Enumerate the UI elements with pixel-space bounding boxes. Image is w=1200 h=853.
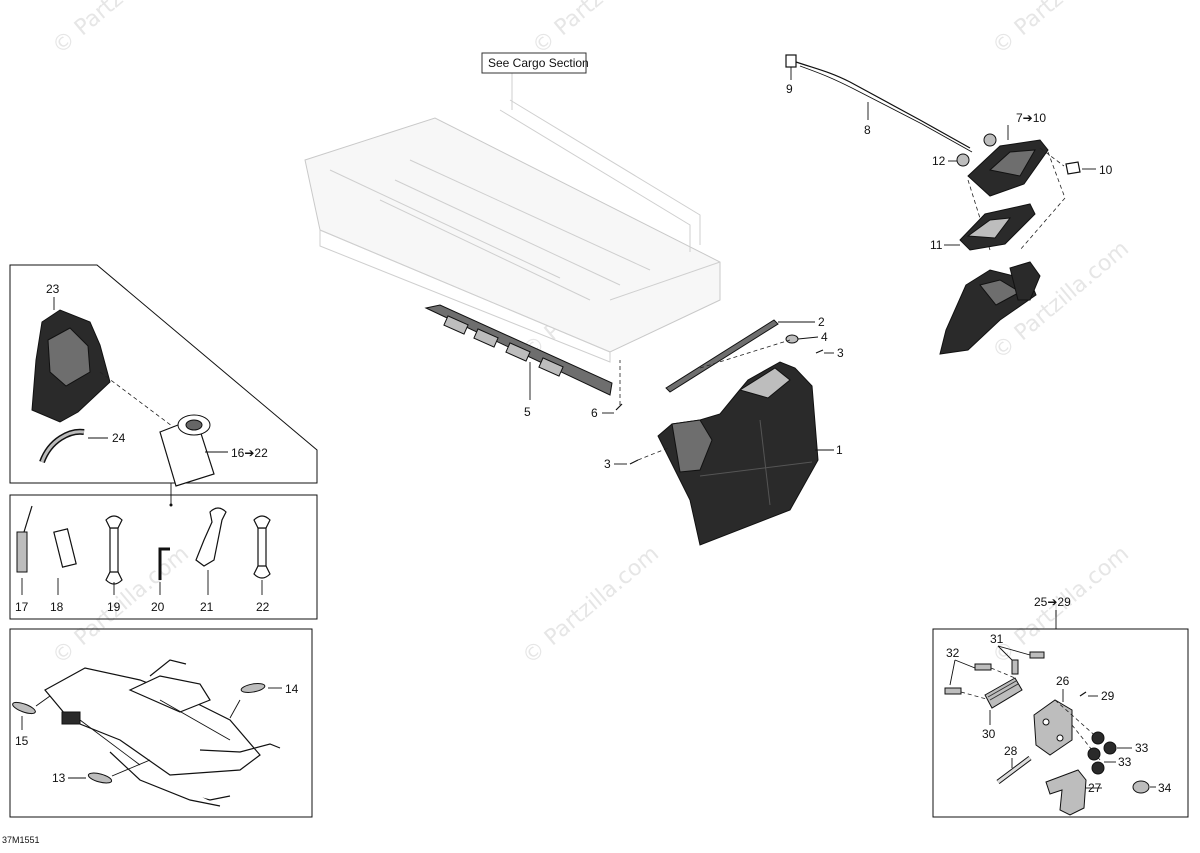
tool-roll-16-22: 16➔22 xyxy=(159,414,268,487)
callout-9: 9 xyxy=(786,82,793,96)
bracket-26: 26 29 xyxy=(1033,674,1115,761)
callout-13: 13 xyxy=(52,771,66,785)
wrench-22: 22 xyxy=(253,515,271,614)
callout-3a: 3 xyxy=(837,346,844,360)
callout-34: 34 xyxy=(1158,781,1172,795)
callout-12: 12 xyxy=(932,154,946,168)
spanner-21: 21 xyxy=(195,507,227,614)
tool-bag-23: 23 xyxy=(31,282,181,433)
callout-33a: 33 xyxy=(1135,741,1149,755)
callout-24: 24 xyxy=(112,431,126,445)
callout-22: 22 xyxy=(256,600,270,614)
callout-17: 17 xyxy=(15,600,29,614)
callout-21: 21 xyxy=(200,600,214,614)
decal-15: 15 xyxy=(12,695,51,748)
screw-3: 3 xyxy=(604,447,669,471)
callout-28: 28 xyxy=(1004,744,1018,758)
callout-20: 20 xyxy=(151,600,165,614)
decal-14: 14 xyxy=(229,682,299,719)
hardware-4-3: 4 3 xyxy=(699,330,844,369)
callout-19: 19 xyxy=(107,600,121,614)
bracket-27: 27 xyxy=(1045,769,1102,816)
callout-11: 11 xyxy=(930,238,943,252)
watermark: © Partzilla.com xyxy=(48,0,194,60)
nuts-33: 33 33 xyxy=(1087,731,1149,775)
cap-34: 34 xyxy=(1132,780,1172,795)
callout-18: 18 xyxy=(50,600,64,614)
callout-32: 32 xyxy=(946,646,960,660)
callout-29: 29 xyxy=(1101,689,1115,703)
cargo-rack-ghost: See Cargo Section xyxy=(304,52,721,363)
callout-27: 27 xyxy=(1088,781,1102,795)
callout-23: 23 xyxy=(46,282,60,296)
callout-2: 2 xyxy=(818,315,825,329)
pin-28: 28 xyxy=(996,744,1032,784)
callout-30: 30 xyxy=(982,727,996,741)
harness-8-9: 9 8 xyxy=(785,54,973,153)
tool-17: 17 xyxy=(15,505,33,614)
callout-15: 15 xyxy=(15,734,29,748)
callout-25-29: 25➔29 xyxy=(1034,595,1071,609)
callout-5: 5 xyxy=(524,405,531,419)
callout-31: 31 xyxy=(990,632,1004,646)
callout-6: 6 xyxy=(591,406,598,420)
side-panel-5: 5 xyxy=(424,304,613,419)
callout-33b: 33 xyxy=(1118,755,1132,769)
rear-flap-1: 1 xyxy=(657,361,843,546)
callout-14: 14 xyxy=(285,682,299,696)
tail-light-7: 7➔10 12 10 xyxy=(932,111,1113,251)
plate-30: 30 xyxy=(982,677,1023,741)
callout-4: 4 xyxy=(821,330,828,344)
cargo-note-box xyxy=(481,52,587,74)
callout-3b: 3 xyxy=(604,457,611,471)
watermark: © Partzilla.com xyxy=(988,0,1134,60)
reference-code: 37M1551 xyxy=(2,835,40,845)
watermark: © Partzilla.com xyxy=(528,0,674,60)
callout-7-10: 7➔10 xyxy=(1016,111,1046,125)
strip-2: 2 xyxy=(665,315,825,393)
callout-26: 26 xyxy=(1056,674,1070,688)
strap-24: 24 xyxy=(39,428,126,464)
decal-13: 13 xyxy=(52,759,151,785)
hex-key-20: 20 xyxy=(151,547,170,614)
callout-10: 10 xyxy=(1099,163,1113,177)
callout-8: 8 xyxy=(864,123,871,137)
callout-16-22: 16➔22 xyxy=(231,446,268,460)
snowmobile xyxy=(44,659,281,807)
light-housing-11: 11 xyxy=(930,203,1041,355)
screw-6: 6 xyxy=(591,360,623,420)
cargo-note: See Cargo Section xyxy=(488,56,589,70)
toolkit-frame xyxy=(9,264,318,818)
wrench-19: 19 xyxy=(105,515,123,614)
bracket-kit-frame: 25➔29 xyxy=(932,595,1189,818)
watermark: © Partzilla.com xyxy=(518,541,664,669)
bolts-31-32: 31 32 xyxy=(944,632,1045,701)
callout-1: 1 xyxy=(836,443,843,457)
tool-18: 18 xyxy=(50,528,77,614)
